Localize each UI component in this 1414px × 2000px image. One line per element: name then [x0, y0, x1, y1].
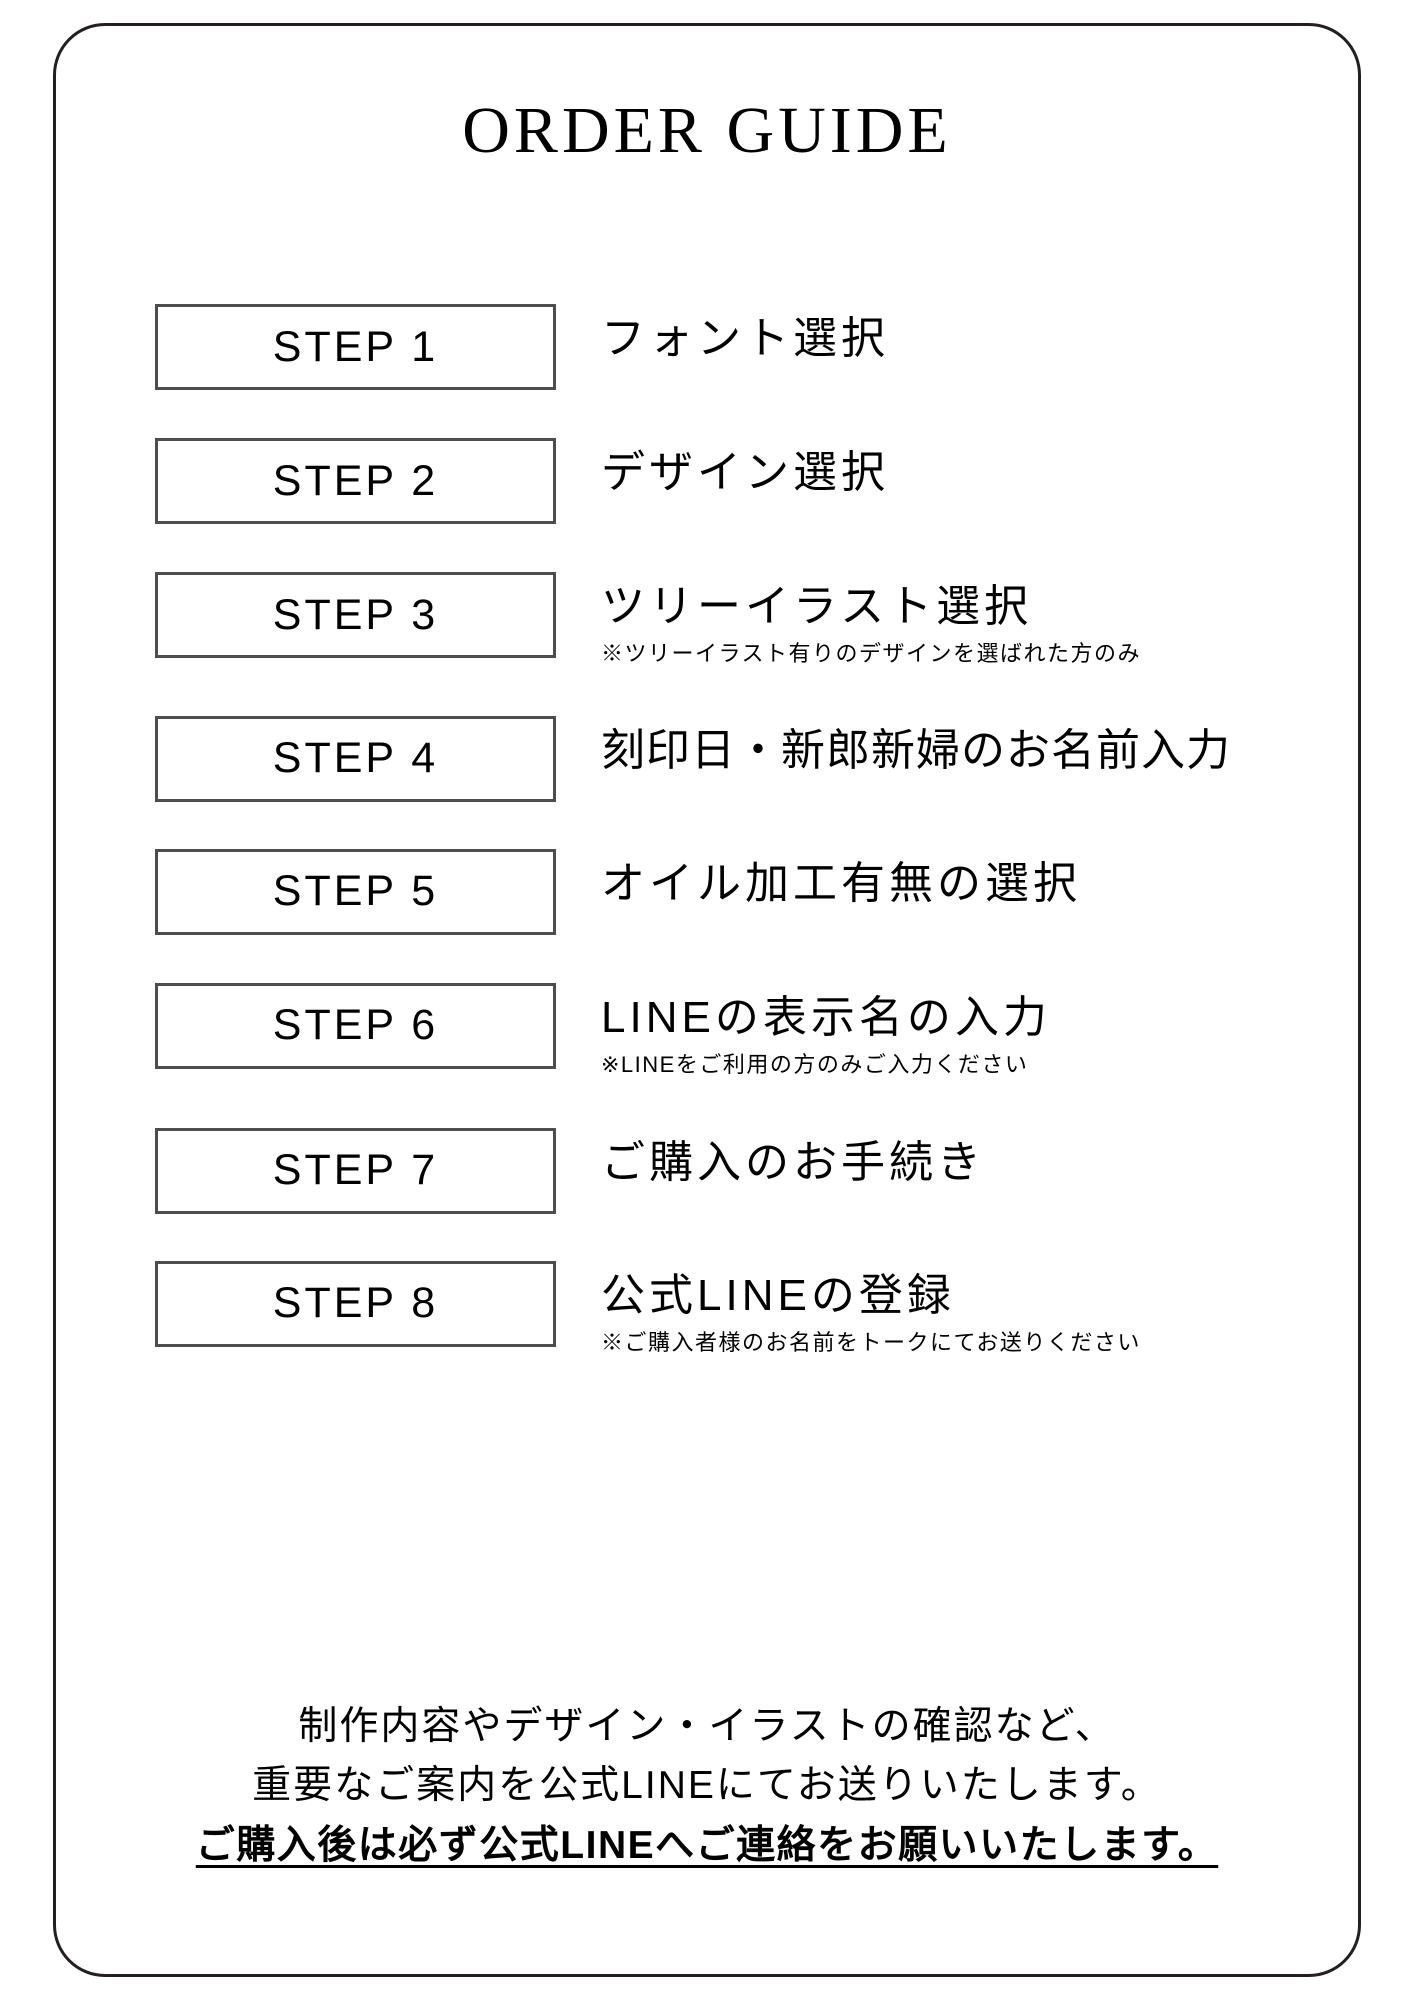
footer-line-3-emphasis: ご購入後は必ず公式LINEへご連絡をお願いいたします。 [195, 1823, 1219, 1867]
step-badge-label: STEP 2 [272, 456, 439, 505]
step-text-block: フォント選択 [601, 304, 1358, 368]
step-badge-2: STEP 2 [155, 438, 556, 524]
step-label: ご購入のお手続き [601, 1137, 985, 1187]
steps-list: STEP 1 フォント選択 STEP 2 デザイン選択 STEP 3 ツリーイラ… [56, 304, 1358, 1358]
step-text-block: LINEの表示名の入力 ※LINEをご利用の方のみご入力ください [601, 983, 1358, 1080]
step-row: STEP 7 ご購入のお手続き [56, 1127, 1358, 1214]
step-badge-label: STEP 3 [272, 590, 439, 639]
step-text-block: デザイン選択 [601, 438, 1358, 502]
step-row: STEP 1 フォント選択 [56, 304, 1358, 390]
step-text-block: ツリーイラスト選択 ※ツリーイラスト有りのデザインを選ばれた方のみ [601, 572, 1358, 669]
step-label: ツリーイラスト選択 [601, 582, 1033, 631]
step-badge-label: STEP 8 [272, 1279, 439, 1328]
step-badge-5: STEP 5 [155, 848, 556, 935]
step-label: デザイン選択 [601, 448, 889, 497]
step-badge-label: STEP 7 [272, 1146, 439, 1195]
step-note: ※LINEをご利用の方のみご入力ください [601, 1052, 1029, 1078]
step-row: STEP 2 デザイン選択 [56, 438, 1358, 524]
step-text-block: オイル加工有無の選択 [601, 849, 1358, 913]
step-badge-3: STEP 3 [155, 572, 556, 658]
step-text-block: 刻印日・新郎新婦のお名前入力 [601, 716, 1358, 780]
footer-line-2: 重要なご案内を公式LINEにてお送りいたします。 [252, 1764, 1162, 1808]
step-badge-7: STEP 7 [155, 1127, 556, 1214]
step-badge-label: STEP 6 [272, 1001, 439, 1050]
step-label: 公式LINEの登録 [601, 1270, 955, 1320]
footer-notice: 制作内容やデザイン・イラストの確認など、 重要なご案内を公式LINEにてお送りい… [56, 1697, 1358, 1875]
step-badge-label: STEP 4 [272, 734, 439, 783]
step-badge-1: STEP 1 [155, 304, 556, 390]
step-row: STEP 3 ツリーイラスト選択 ※ツリーイラスト有りのデザインを選ばれた方のみ [56, 572, 1358, 669]
step-note: ※ツリーイラスト有りのデザインを選ばれた方のみ [601, 641, 1142, 667]
step-row: STEP 6 LINEの表示名の入力 ※LINEをご利用の方のみご入力ください [56, 982, 1358, 1080]
step-badge-8: STEP 8 [155, 1260, 556, 1347]
step-row: STEP 5 オイル加工有無の選択 [56, 848, 1358, 935]
step-badge-4: STEP 4 [155, 715, 556, 802]
footer-line-1: 制作内容やデザイン・イラストの確認など、 [298, 1705, 1116, 1748]
page-title: ORDER GUIDE [462, 94, 952, 167]
step-note: ※ご購入者様のお名前をトークにてお送りください [601, 1330, 1141, 1356]
step-label: LINEの表示名の入力 [601, 992, 1051, 1042]
step-text-block: ご購入のお手続き [601, 1128, 1358, 1192]
step-label: フォント選択 [601, 314, 889, 363]
step-label: 刻印日・新郎新婦のお名前入力 [601, 725, 1231, 775]
step-badge-label: STEP 5 [272, 867, 439, 916]
order-guide-card: ORDER GUIDE STEP 1 フォント選択 STEP 2 デザイン選択 … [53, 23, 1361, 1977]
step-text-block: 公式LINEの登録 ※ご購入者様のお名前をトークにてお送りください [601, 1261, 1358, 1358]
step-badge-6: STEP 6 [155, 982, 556, 1069]
step-label: オイル加工有無の選択 [601, 858, 1081, 908]
step-row: STEP 4 刻印日・新郎新婦のお名前入力 [56, 715, 1358, 802]
step-row: STEP 8 公式LINEの登録 ※ご購入者様のお名前をトークにてお送りください [56, 1260, 1358, 1358]
step-badge-label: STEP 1 [272, 322, 439, 371]
